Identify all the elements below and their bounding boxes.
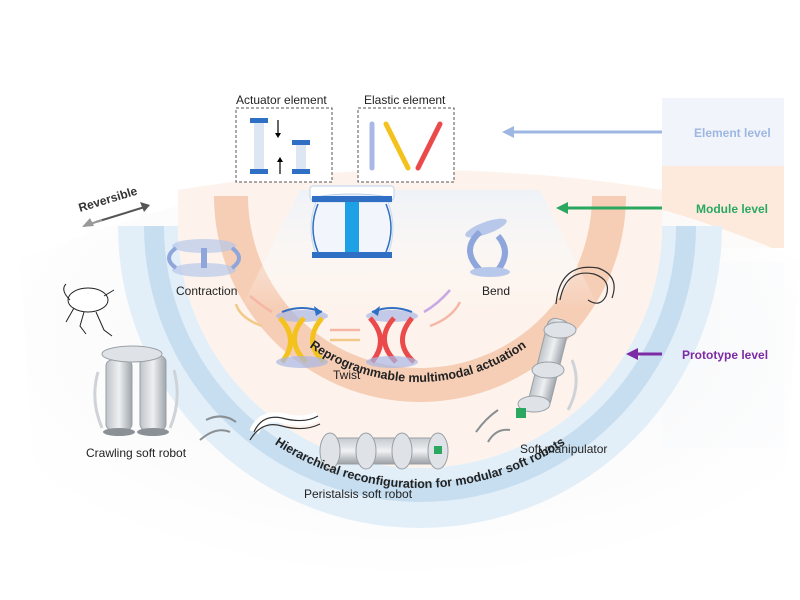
mode-twist-label: Twist — [333, 368, 361, 382]
reversible-label: Reversible — [77, 184, 139, 215]
mode-transition-arrows — [234, 289, 462, 342]
twist-module-yellow — [276, 306, 328, 368]
elastic-element-title: Elastic element — [364, 93, 446, 107]
mode-bend-label: Bend — [482, 284, 511, 298]
elastic-element-box — [357, 107, 455, 183]
contraction-module — [167, 239, 241, 277]
crawling-soft-robot-label: Crawling soft robot — [86, 446, 187, 460]
soft-manipulator-image — [516, 317, 578, 418]
actuator-element-title: Actuator element — [236, 93, 327, 107]
peristalsis-soft-robot-label: Peristalsis soft robot — [304, 487, 413, 501]
crawling-soft-robot-image — [93, 345, 179, 436]
element-level-arrow — [502, 126, 662, 138]
soft-manipulator-label: Soft manipulator — [520, 442, 608, 456]
actuator-tall-icon — [250, 118, 281, 174]
module-cylinder — [309, 185, 395, 258]
element-level-band — [662, 98, 784, 166]
actuator-short-icon — [277, 140, 310, 174]
tentacle-icon — [555, 266, 615, 305]
flea-icon — [63, 283, 115, 337]
module-level-arrow — [556, 202, 662, 214]
prototype-level-arrow — [626, 348, 662, 360]
spotlight — [240, 190, 600, 310]
elastic-strips-icon — [369, 121, 443, 171]
prototype-level-label: Prototype level — [682, 348, 769, 362]
module-level-label: Module level — [696, 202, 769, 216]
peristalsis-soft-robot-image — [319, 432, 449, 470]
reversible-arrow — [82, 202, 150, 227]
worm-icon — [249, 411, 321, 441]
element-level-label: Element level — [694, 126, 771, 140]
mode-contraction-label: Contraction — [176, 284, 238, 298]
bend-module — [465, 218, 510, 277]
twist-module-red — [366, 306, 418, 368]
robot-transition-arrows — [199, 409, 511, 443]
